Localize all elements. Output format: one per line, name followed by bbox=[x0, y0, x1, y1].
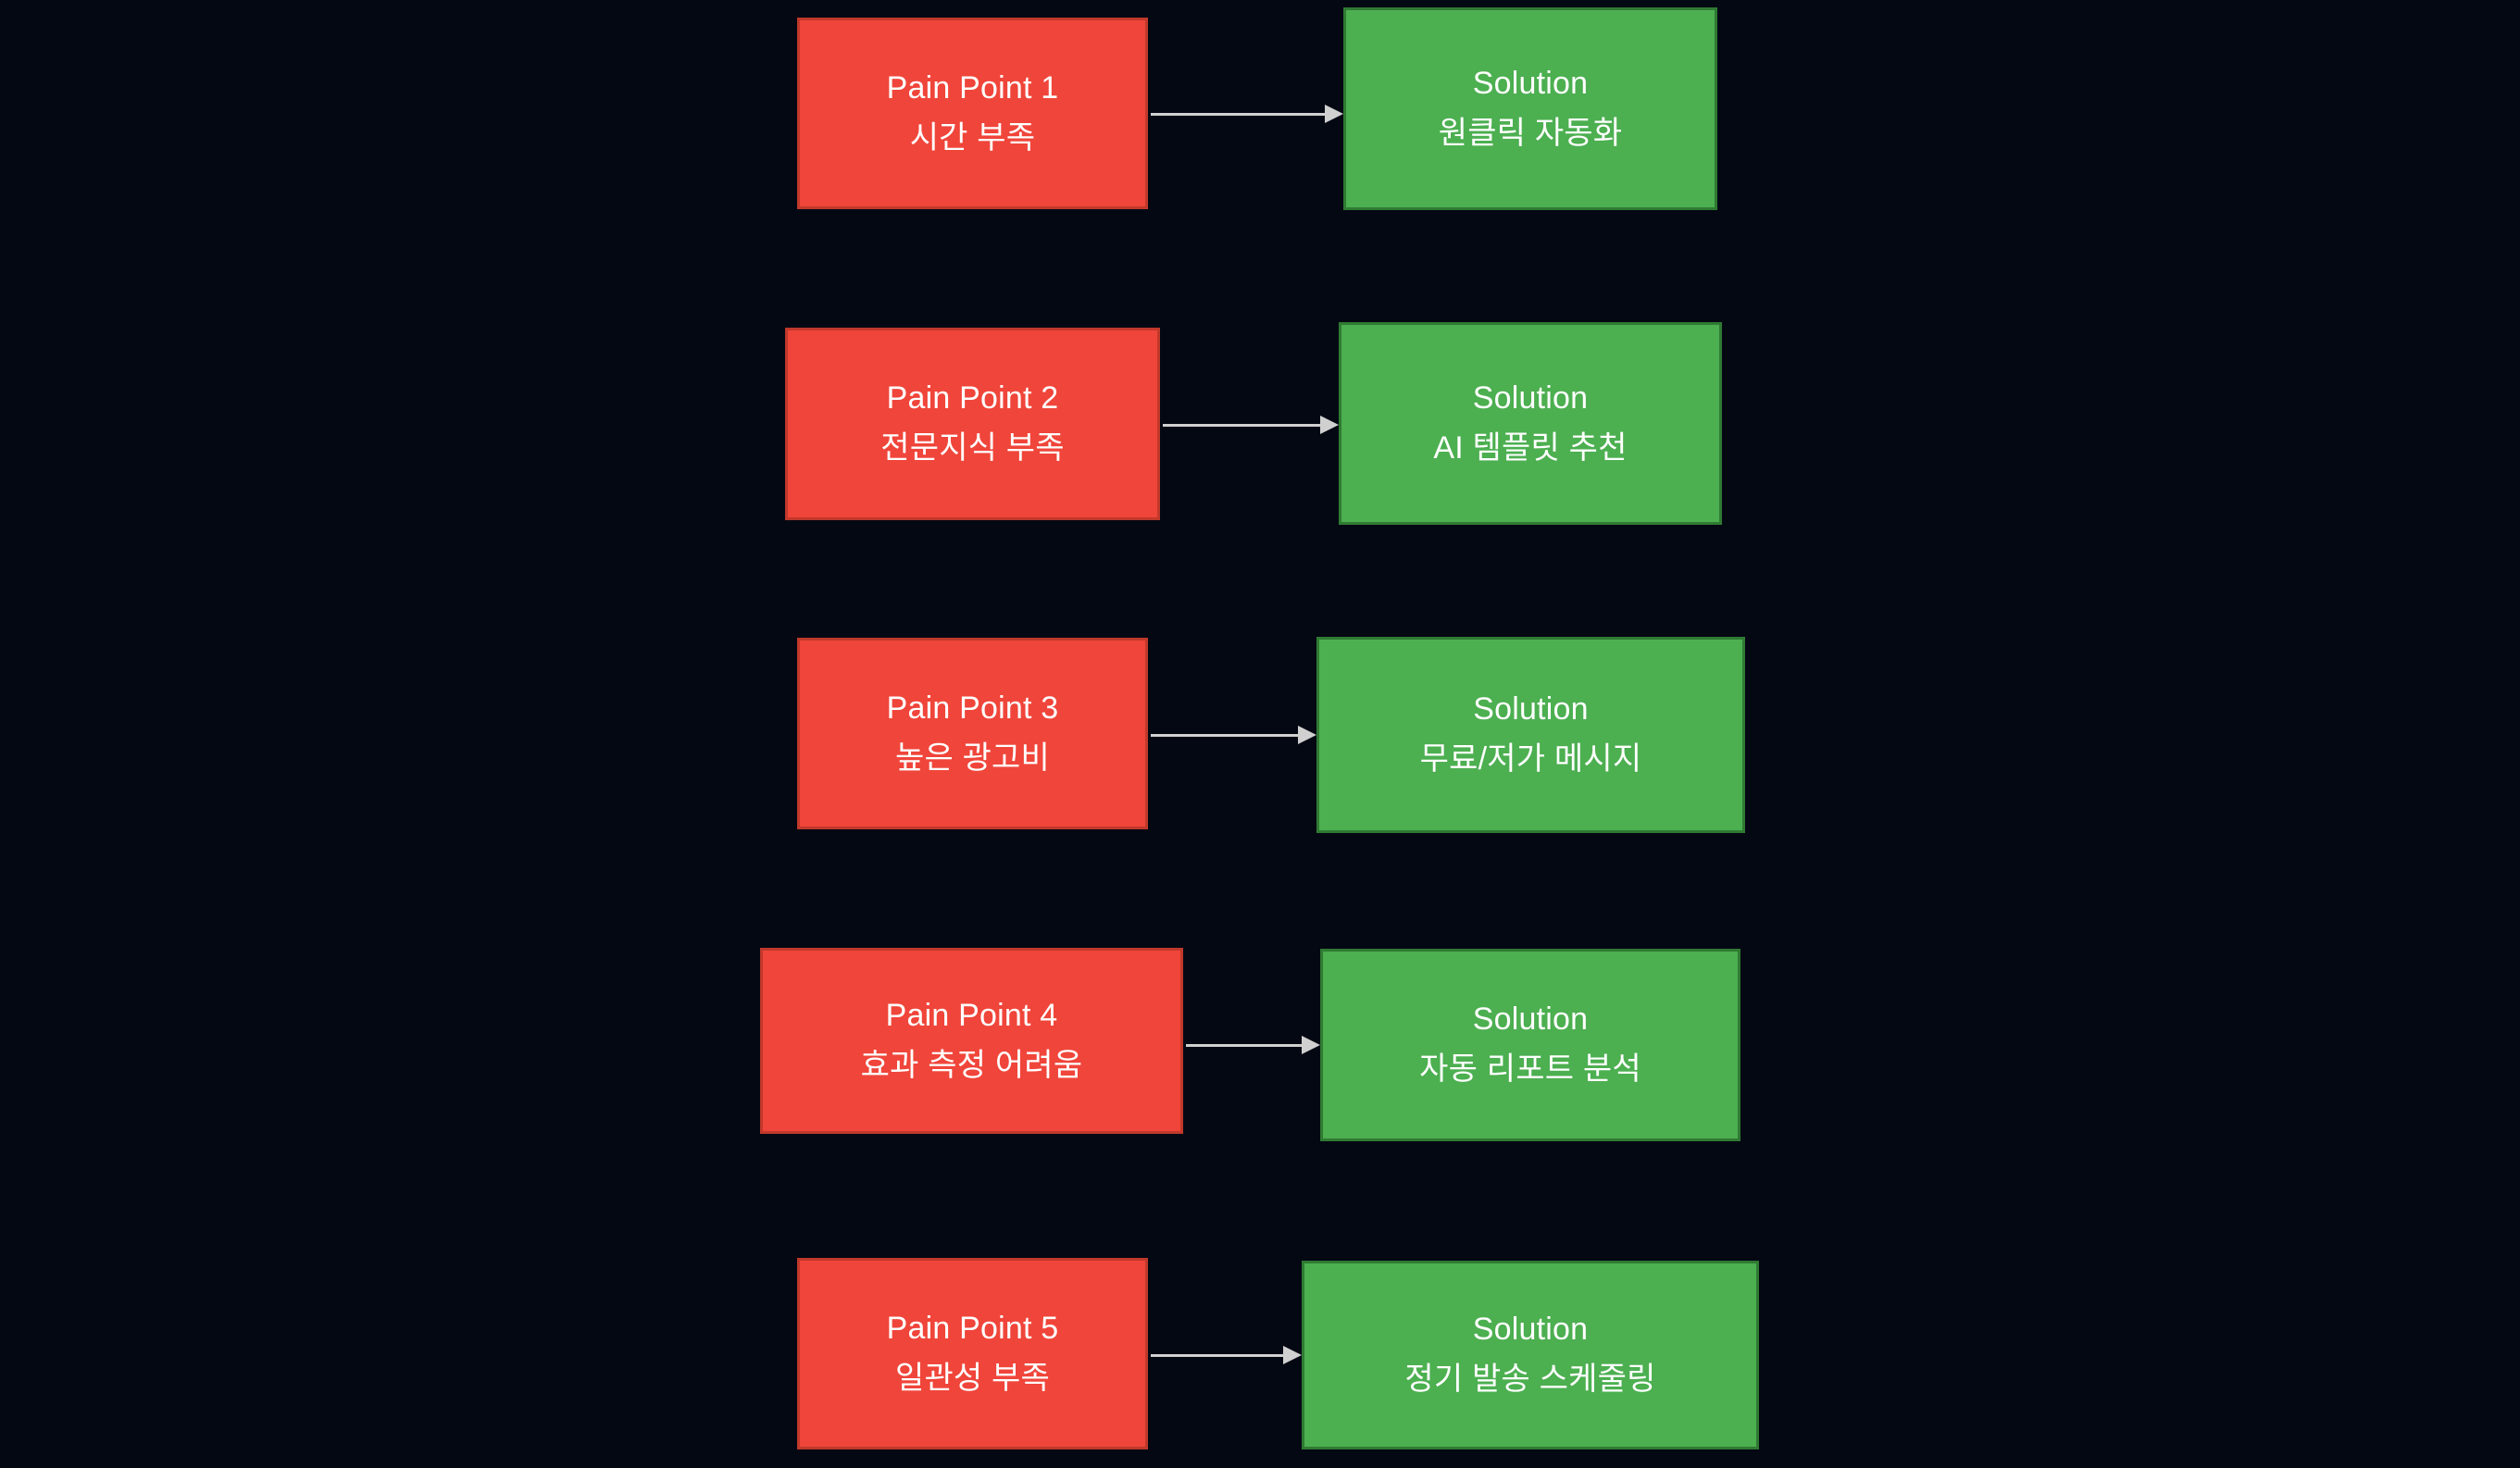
pain-point-title-1: Pain Point 1 bbox=[886, 69, 1059, 106]
solution-detail-2: AI 템플릿 추천 bbox=[1433, 429, 1628, 466]
pain-point-title-4: Pain Point 4 bbox=[885, 997, 1058, 1033]
solution-title-2: Solution bbox=[1472, 379, 1589, 416]
solution-detail-5: 정기 발송 스케줄링 bbox=[1404, 1362, 1656, 1397]
pain-point-title-2: Pain Point 2 bbox=[886, 380, 1059, 417]
pain-point-detail-5: 일관성 부족 bbox=[894, 1360, 1051, 1396]
solution-title-5: Solution bbox=[1472, 1312, 1589, 1348]
arrow-shaft-4 bbox=[1186, 1044, 1302, 1047]
arrow-shaft-1 bbox=[1151, 113, 1325, 116]
arrow-shaft-2 bbox=[1163, 424, 1320, 427]
solution-node-2[interactable]: Solution AI 템플릿 추천 bbox=[1339, 322, 1722, 525]
pain-point-title-5: Pain Point 5 bbox=[886, 1310, 1059, 1346]
solution-title-4: Solution bbox=[1472, 1001, 1589, 1038]
arrow-head-1 bbox=[1325, 105, 1343, 123]
pain-point-detail-4: 효과 측정 어려움 bbox=[860, 1047, 1083, 1083]
pain-point-detail-2: 전문지식 부족 bbox=[880, 430, 1065, 466]
solution-node-4[interactable]: Solution 자동 리포트 분석 bbox=[1320, 949, 1740, 1141]
solution-node-1[interactable]: Solution 원클릭 자동화 bbox=[1343, 7, 1717, 210]
solution-title-3: Solution bbox=[1473, 691, 1589, 728]
pain-point-node-3[interactable]: Pain Point 3 높은 광고비 bbox=[797, 638, 1148, 829]
solution-node-5[interactable]: Solution 정기 발송 스케줄링 bbox=[1302, 1261, 1759, 1449]
arrow-head-2 bbox=[1320, 416, 1339, 434]
pain-point-detail-1: 시간 부족 bbox=[909, 119, 1036, 156]
solution-node-3[interactable]: Solution 무료/저가 메시지 bbox=[1316, 637, 1745, 833]
solution-title-1: Solution bbox=[1472, 65, 1589, 101]
pain-point-node-2[interactable]: Pain Point 2 전문지식 부족 bbox=[785, 328, 1160, 520]
solution-detail-4: 자동 리포트 분석 bbox=[1419, 1051, 1641, 1087]
arrow-head-3 bbox=[1298, 726, 1316, 744]
arrow-shaft-5 bbox=[1151, 1354, 1283, 1357]
pain-point-node-4[interactable]: Pain Point 4 효과 측정 어려움 bbox=[760, 948, 1183, 1134]
pain-point-title-3: Pain Point 3 bbox=[886, 690, 1059, 726]
arrow-shaft-3 bbox=[1151, 734, 1298, 737]
pain-point-detail-3: 높은 광고비 bbox=[894, 740, 1051, 776]
arrow-head-4 bbox=[1302, 1036, 1320, 1054]
pain-point-node-1[interactable]: Pain Point 1 시간 부족 bbox=[797, 18, 1148, 209]
solution-detail-1: 원클릭 자동화 bbox=[1438, 115, 1623, 151]
pain-point-node-5[interactable]: Pain Point 5 일관성 부족 bbox=[797, 1258, 1148, 1449]
solution-detail-3: 무료/저가 메시지 bbox=[1419, 741, 1642, 777]
arrow-head-5 bbox=[1283, 1346, 1302, 1364]
